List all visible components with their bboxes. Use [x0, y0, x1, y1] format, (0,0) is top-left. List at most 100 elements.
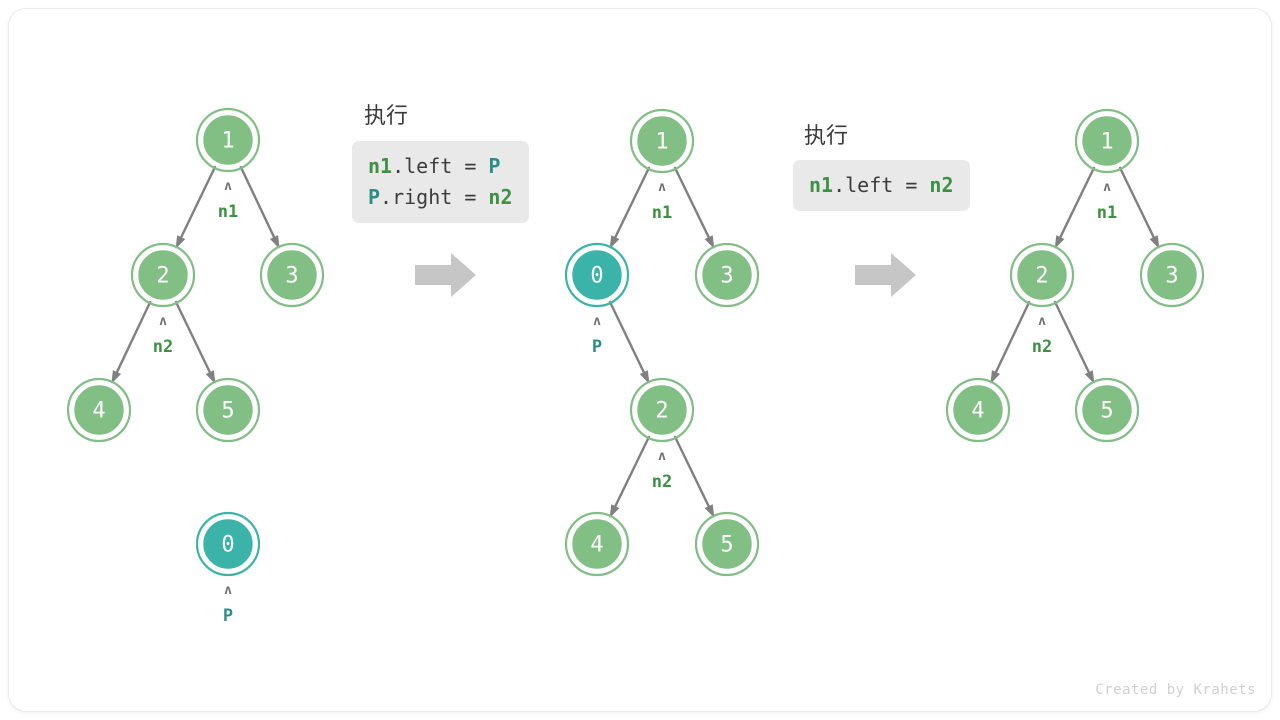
pointer-caret-icon: ʌ [224, 179, 232, 194]
tree-node[interactable]: 0 [195, 511, 261, 577]
tree-node[interactable]: 1 [629, 108, 695, 174]
tree-node-value: 0 [221, 533, 234, 558]
pointer-caret-icon: ʌ [1103, 180, 1111, 195]
tree-edge-arrowhead [704, 235, 715, 249]
tree-node-value: 3 [720, 264, 733, 289]
code-line: n1.left = n2 [809, 170, 954, 201]
code-token: .left = [833, 173, 930, 197]
code-line: P.right = n2 [368, 182, 513, 213]
tree-node[interactable]: 3 [259, 242, 325, 308]
tree-node-ring [945, 377, 1011, 443]
tree-node-body [200, 112, 256, 168]
pointer-name: n1 [1097, 203, 1117, 223]
tree-node[interactable]: 3 [694, 242, 760, 308]
pointer-label-p: ʌP [592, 314, 602, 357]
pointer-caret-icon: ʌ [658, 449, 666, 464]
tree-node-value: 3 [285, 264, 298, 289]
pointer-caret-icon: ʌ [224, 583, 232, 598]
exec-label: 执行 [804, 124, 849, 149]
tree-node-ring [195, 377, 261, 443]
code-token: n1 [368, 154, 393, 178]
tree-node-value: 5 [1100, 399, 1113, 424]
pointer-name: n2 [153, 337, 173, 357]
tree-node[interactable]: 1 [1074, 108, 1140, 174]
tree-node-value: 2 [156, 264, 169, 289]
tree-node-value: 5 [720, 533, 733, 558]
tree-node-value: 1 [655, 130, 668, 155]
tree-node[interactable]: 5 [694, 511, 760, 577]
tree-node[interactable]: 2 [130, 242, 196, 308]
tree-node-ring [694, 242, 760, 308]
tree-edge [174, 300, 211, 374]
tree-node-ring [195, 511, 261, 577]
tree-node-value: 5 [221, 399, 234, 424]
pointer-name: n1 [652, 203, 672, 223]
tree-edge [994, 300, 1031, 374]
pointer-name: P [223, 606, 233, 626]
tree-node-ring [629, 377, 695, 443]
tree-node[interactable]: 2 [629, 377, 695, 443]
tree-node-value: 4 [971, 399, 984, 424]
pointer-caret-icon: ʌ [658, 180, 666, 195]
tree-edge-arrowhead [1054, 235, 1065, 249]
code-token: P [368, 185, 381, 209]
tree-node[interactable]: 4 [564, 511, 630, 577]
tree-node[interactable]: 0 [564, 242, 630, 308]
code-token: n1 [809, 173, 834, 197]
pointer-name: n1 [218, 202, 238, 222]
tree-edge-arrowhead [205, 370, 216, 384]
tree-node[interactable]: 5 [195, 377, 261, 443]
tree-node-ring [66, 377, 132, 443]
tree-node[interactable]: 2 [1009, 242, 1075, 308]
pointer-label-n2: ʌn2 [153, 314, 173, 357]
tree-edge-arrowhead [990, 370, 1001, 384]
tree-edge [1118, 166, 1155, 239]
tree-node-ring [629, 108, 695, 174]
tree-node-ring [564, 242, 630, 308]
tree-node-ring [1074, 108, 1140, 174]
tree-edge [239, 165, 276, 239]
tree-edge [1059, 166, 1096, 239]
tree-node[interactable]: 4 [66, 377, 132, 443]
code-token: n2 [929, 173, 954, 197]
tree-node-value: 1 [1100, 130, 1113, 155]
step-arrow-icon [855, 252, 917, 298]
pointer-caret-icon: ʌ [593, 314, 601, 329]
tree-node-body [264, 247, 320, 303]
tree-node[interactable]: 3 [1139, 242, 1205, 308]
pointer-label-n1: ʌ n1 [652, 180, 672, 223]
tree-node-body [200, 382, 256, 438]
tree-node-ring [259, 242, 325, 308]
tree-node-ring [1074, 377, 1140, 443]
code-token: .left = [392, 154, 489, 178]
pointer-name: n2 [1032, 337, 1052, 357]
code-line: n1.left = P [368, 151, 513, 182]
pointer-name: P [592, 337, 602, 357]
tree-node-ring [1139, 242, 1205, 308]
tree-edge [115, 300, 152, 374]
tree-node-body [950, 382, 1006, 438]
pointer-label-n1: ʌ n1 [1097, 180, 1117, 223]
tree-node-body [699, 247, 755, 303]
tree-node-body [634, 382, 690, 438]
tree-node[interactable]: 1 [195, 107, 261, 173]
tree-node-body [71, 382, 127, 438]
tree-node[interactable]: 5 [1074, 377, 1140, 443]
tree-node-ring [694, 511, 760, 577]
tree-edge-arrowhead [704, 504, 715, 518]
tree-node[interactable]: 4 [945, 377, 1011, 443]
watermark: Created by Krahets [1095, 682, 1256, 698]
tree-node-body [634, 113, 690, 169]
tree-edge [1053, 300, 1090, 374]
code-token: .right = [380, 185, 489, 209]
tree-node-ring [1009, 242, 1075, 308]
tree-node-value: 2 [1035, 264, 1048, 289]
tree-node-value: 4 [92, 399, 105, 424]
step-arrow-icon [415, 252, 477, 298]
tree-node-ring [130, 242, 196, 308]
pointer-label-p: ʌP [223, 583, 233, 626]
pointer-name: n2 [652, 472, 672, 492]
